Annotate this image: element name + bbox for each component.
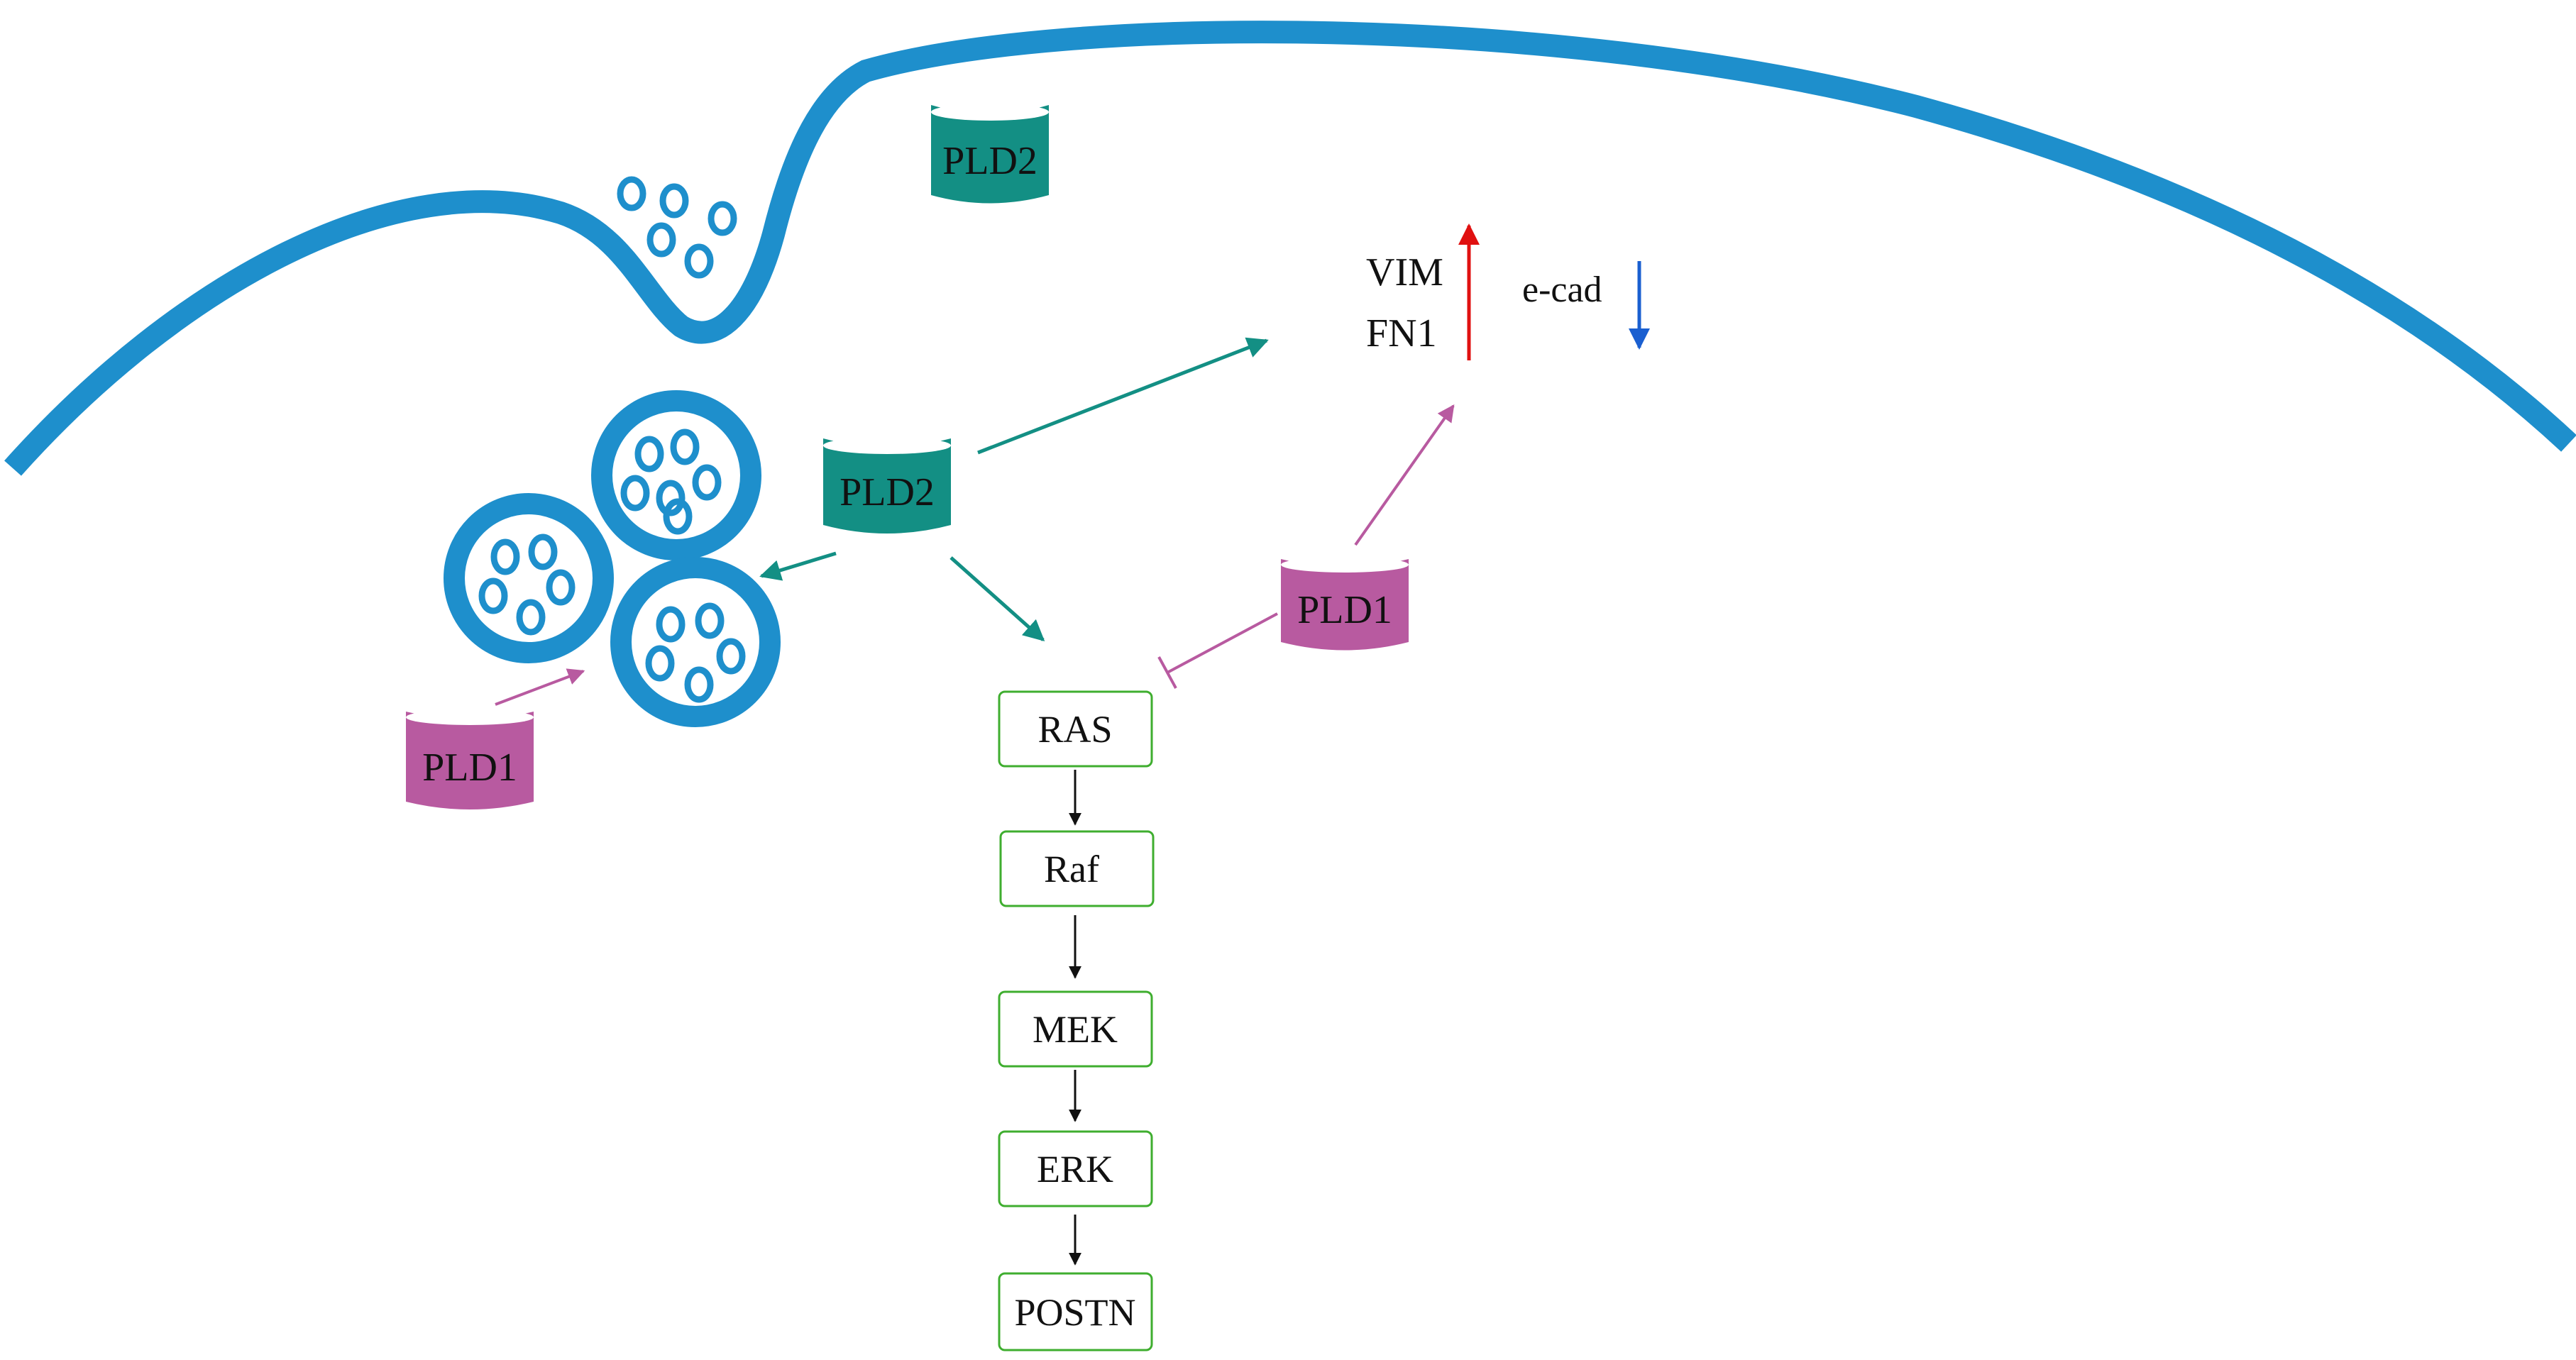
arrow-pld2-to-mvb: [759, 551, 837, 581]
arrow-pld2-to-ras: [950, 556, 1045, 641]
marker-up-vim: VIM: [1366, 250, 1443, 294]
pathway-label-postn: POSTN: [1014, 1291, 1135, 1334]
cell-membrane: [4, 21, 2576, 476]
arrow-pld1-left-to-mvb: [495, 668, 585, 706]
pathway-label-ras: RAS: [1037, 708, 1112, 751]
pathway-label-mek: MEK: [1033, 1008, 1118, 1051]
arrow-pld1-to-markers: [1354, 404, 1455, 546]
pathway-box-raf: [999, 830, 1155, 907]
pathway-box-mek: [998, 990, 1153, 1068]
pathway-cascade: RAS Raf MEK ERK POSTN: [998, 690, 1155, 1351]
pathway-box-postn: [998, 1272, 1153, 1351]
pld1-left-node: PLD1: [406, 709, 534, 809]
pld2-center-node: PLD2: [823, 437, 951, 534]
pld1-right-node: PLD1: [1281, 557, 1409, 651]
pathway-label-erk: ERK: [1037, 1148, 1113, 1190]
multivesicular-body-top: [591, 390, 761, 560]
arrow-pld2-to-markers: [977, 337, 1269, 455]
pld2-center-label: PLD2: [840, 470, 935, 514]
invagination-vesicles: [617, 176, 737, 279]
marker-up-fn1: FN1: [1366, 311, 1437, 355]
marker-down-ecad: e-cad: [1522, 270, 1602, 310]
pathway-box-ras: [998, 690, 1153, 768]
pld1-left-label: PLD1: [422, 746, 517, 790]
pld2-membrane-label: PLD2: [942, 139, 1037, 183]
pld2-membrane-node: PLD2: [931, 104, 1049, 204]
multivesicular-body-bottom: [610, 557, 781, 727]
multivesicular-body-left: [444, 493, 614, 663]
pathway-box-erk: [998, 1130, 1153, 1207]
pld1-right-label: PLD1: [1297, 588, 1392, 632]
inhibition-pld1-to-ras: [1157, 612, 1278, 689]
pathway-label-raf: Raf: [1044, 848, 1099, 890]
